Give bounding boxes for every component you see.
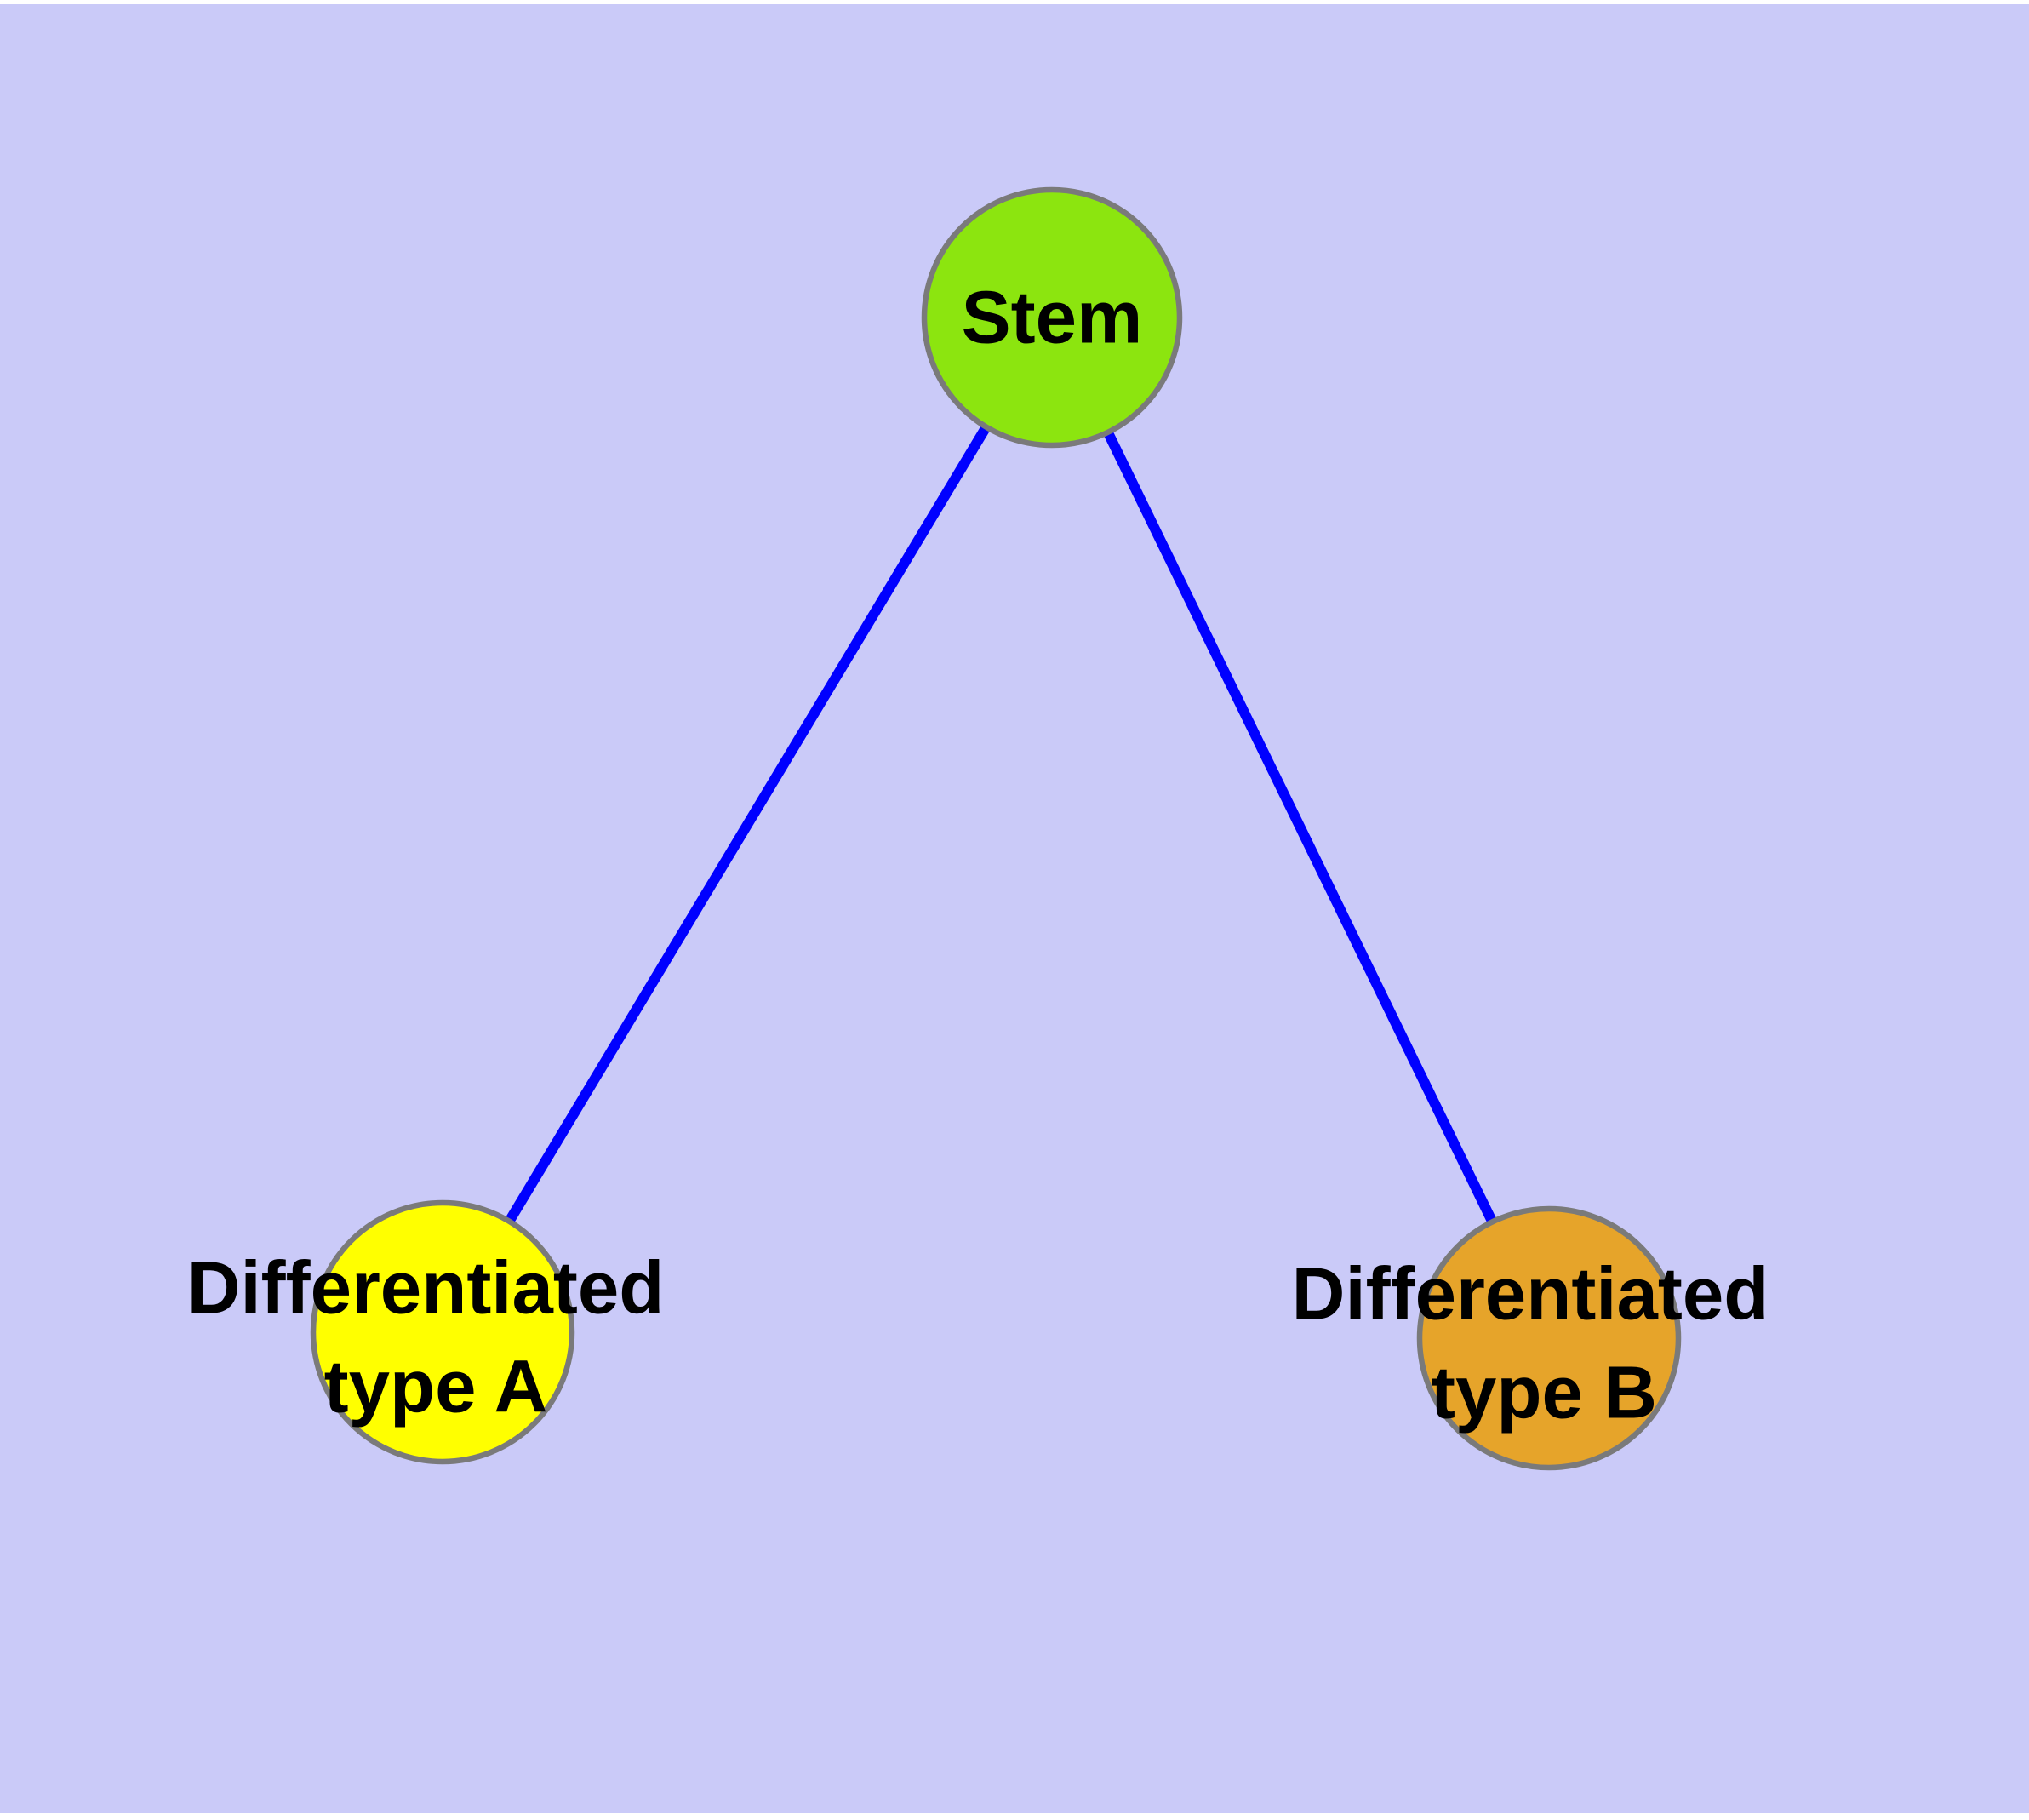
type-a-node-label-line1: Differentiated bbox=[187, 1247, 665, 1330]
stem-node-label: Stem bbox=[962, 277, 1143, 359]
edge-stem-to-type-a bbox=[437, 314, 1057, 1336]
type-b-node bbox=[1416, 1205, 1682, 1471]
edge-stem-to-type-b bbox=[1047, 315, 1554, 1341]
type-b-node-label-line2: type B bbox=[1431, 1352, 1657, 1434]
type-b-node-label-line1: Differentiated bbox=[1292, 1253, 1769, 1336]
type-a-node bbox=[310, 1199, 575, 1465]
stem-node bbox=[921, 186, 1183, 449]
type-a-node-label-line2: type A bbox=[324, 1346, 548, 1428]
